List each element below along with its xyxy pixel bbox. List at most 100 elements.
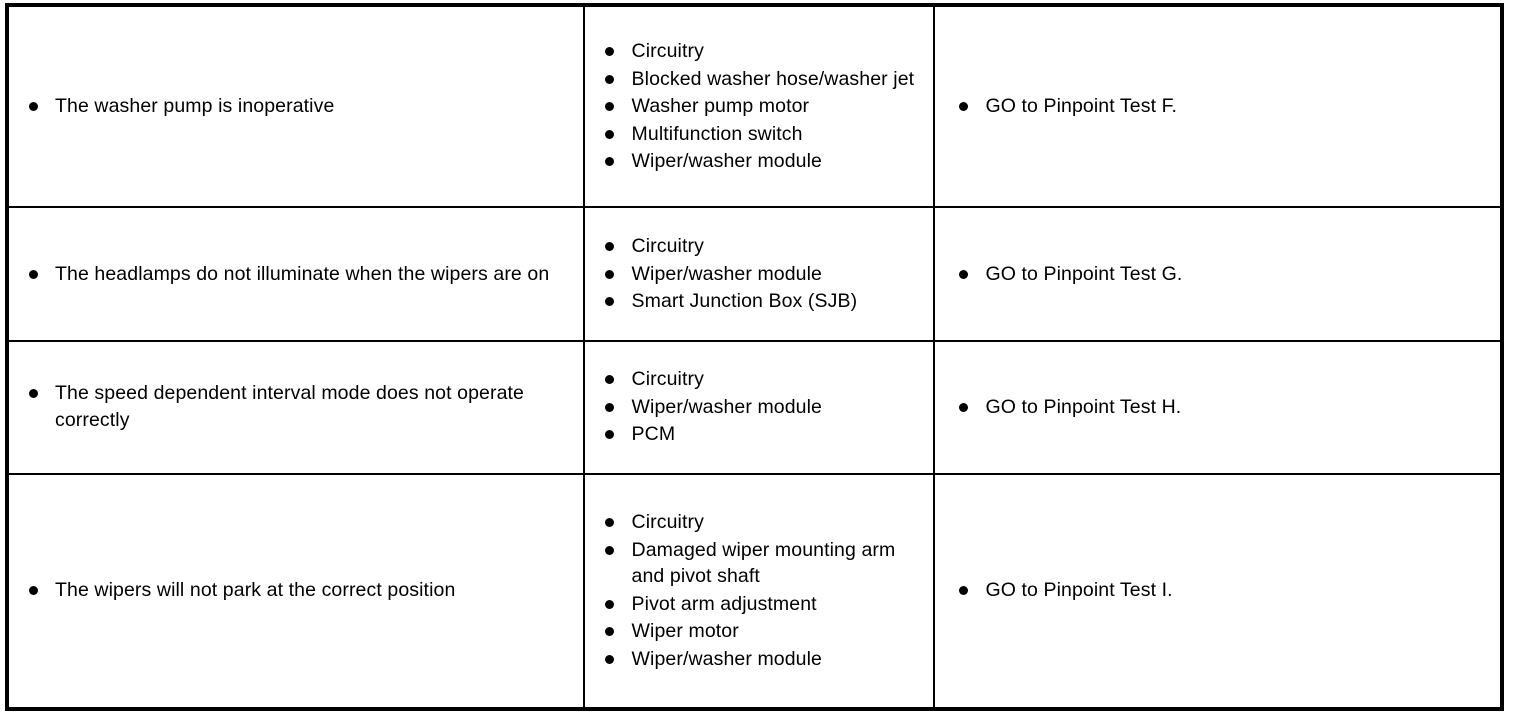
bullet-icon xyxy=(29,586,38,596)
bullet-icon xyxy=(604,242,614,252)
list-item: Circuitry xyxy=(603,233,926,260)
symptom-text: The headlamps do not illuminate when the… xyxy=(55,262,550,285)
list-item: Wiper/washer module xyxy=(603,394,926,421)
bullet-icon xyxy=(604,654,614,664)
list-item: The washer pump is inoperative xyxy=(27,93,569,120)
bullet-icon xyxy=(604,627,614,637)
action-list: GO to Pinpoint Test G. xyxy=(957,261,1490,288)
possible-sources-cell: Circuitry Wiper/washer module Smart Junc… xyxy=(582,206,936,342)
symptom-text: The speed dependent interval mode does n… xyxy=(55,382,525,432)
possible-sources-list: Circuitry Wiper/washer module PCM xyxy=(603,366,926,448)
table-row: The washer pump is inoperative Circuitry xyxy=(7,5,1502,209)
action-list: GO to Pinpoint Test F. xyxy=(957,93,1490,120)
action-text: GO to Pinpoint Test I. xyxy=(985,579,1173,602)
list-item: Wiper/washer module xyxy=(603,261,926,288)
action-cell: GO to Pinpoint Test F. xyxy=(933,5,1502,209)
list-item: The headlamps do not illuminate when the… xyxy=(27,261,569,288)
action-text: GO to Pinpoint Test F. xyxy=(985,95,1177,118)
list-item: Wiper motor xyxy=(603,618,926,645)
symptom-cell: The headlamps do not illuminate when the… xyxy=(7,206,585,342)
symptom-cell: The speed dependent interval mode does n… xyxy=(7,339,585,475)
source-text: PCM xyxy=(631,423,676,446)
action-list: GO to Pinpoint Test H. xyxy=(957,394,1490,421)
bullet-icon xyxy=(604,297,614,307)
source-text: Circuitry xyxy=(631,368,704,391)
source-text: Wiper/washer module xyxy=(631,262,823,285)
bullet-icon xyxy=(959,102,969,112)
source-text: Washer pump motor xyxy=(631,95,810,118)
bullet-icon xyxy=(604,157,614,167)
table-row: The headlamps do not illuminate when the… xyxy=(7,206,1502,342)
list-item: Washer pump motor xyxy=(603,93,926,120)
list-item: Circuitry xyxy=(603,509,926,536)
symptom-list: The washer pump is inoperative xyxy=(27,93,569,120)
bullet-icon xyxy=(959,269,969,279)
symptom-chart-table: The washer pump is inoperative Circuitry xyxy=(5,3,1504,711)
table-row: The wipers will not park at the correct … xyxy=(7,472,1502,709)
list-item: Wiper/washer module xyxy=(603,646,926,673)
source-text: Circuitry xyxy=(631,40,704,63)
symptom-text: The washer pump is inoperative xyxy=(55,95,335,118)
list-item: PCM xyxy=(603,421,926,448)
bullet-icon xyxy=(604,269,614,279)
bullet-icon xyxy=(959,586,969,596)
list-item: Blocked washer hose/washer jet xyxy=(603,66,926,93)
list-item: Multifunction switch xyxy=(603,121,926,148)
source-text: Circuitry xyxy=(631,235,704,258)
bullet-icon xyxy=(604,518,614,528)
source-text: Damaged wiper mounting arm and pivot sha… xyxy=(631,538,896,588)
source-text: Multifunction switch xyxy=(631,122,803,145)
list-item: GO to Pinpoint Test H. xyxy=(957,394,1490,421)
bullet-icon xyxy=(604,375,614,385)
bullet-icon xyxy=(604,47,614,57)
list-item: GO to Pinpoint Test I. xyxy=(957,577,1490,604)
possible-sources-list: Circuitry Blocked washer hose/washer jet… xyxy=(603,38,926,175)
bullet-icon xyxy=(959,402,969,412)
symptom-text: The wipers will not park at the correct … xyxy=(55,579,456,602)
bullet-icon xyxy=(604,402,614,412)
action-cell: GO to Pinpoint Test I. xyxy=(933,472,1502,709)
possible-sources-cell: Circuitry Wiper/washer module PCM xyxy=(582,339,936,475)
possible-sources-list: Circuitry Wiper/washer module Smart Junc… xyxy=(603,233,926,315)
action-list: GO to Pinpoint Test I. xyxy=(957,577,1490,604)
symptom-cell: The washer pump is inoperative xyxy=(7,5,585,209)
list-item: GO to Pinpoint Test F. xyxy=(957,93,1490,120)
symptom-list: The wipers will not park at the correct … xyxy=(27,577,569,604)
action-cell: GO to Pinpoint Test H. xyxy=(933,339,1502,475)
symptom-cell: The wipers will not park at the correct … xyxy=(7,472,585,709)
source-text: Circuitry xyxy=(631,511,704,534)
possible-sources-cell: Circuitry Damaged wiper mounting arm and… xyxy=(582,472,936,709)
list-item: Pivot arm adjustment xyxy=(603,591,926,618)
action-text: GO to Pinpoint Test H. xyxy=(985,395,1182,418)
source-text: Blocked washer hose/washer jet xyxy=(631,67,915,90)
bullet-icon xyxy=(29,102,38,112)
list-item: Circuitry xyxy=(603,366,926,393)
source-text: Wiper/washer module xyxy=(631,647,823,670)
list-item: Smart Junction Box (SJB) xyxy=(603,288,926,315)
symptom-list: The headlamps do not illuminate when the… xyxy=(27,261,569,288)
bullet-icon xyxy=(604,545,614,555)
list-item: Wiper/washer module xyxy=(603,148,926,175)
list-item: The speed dependent interval mode does n… xyxy=(27,380,569,434)
bullet-icon xyxy=(29,389,38,399)
possible-sources-list: Circuitry Damaged wiper mounting arm and… xyxy=(603,509,926,672)
action-cell: GO to Pinpoint Test G. xyxy=(933,206,1502,342)
action-text: GO to Pinpoint Test G. xyxy=(985,262,1183,285)
source-text: Wiper motor xyxy=(631,620,739,643)
list-item: Damaged wiper mounting arm and pivot sha… xyxy=(603,537,926,590)
list-item: The wipers will not park at the correct … xyxy=(27,577,569,604)
source-text: Smart Junction Box (SJB) xyxy=(631,290,858,313)
bullet-icon xyxy=(29,269,38,279)
source-text: Wiper/washer module xyxy=(631,395,823,418)
list-item: GO to Pinpoint Test G. xyxy=(957,261,1490,288)
source-text: Wiper/washer module xyxy=(631,150,823,173)
symptom-list: The speed dependent interval mode does n… xyxy=(27,380,569,434)
list-item: Circuitry xyxy=(603,38,926,65)
possible-sources-cell: Circuitry Blocked washer hose/washer jet… xyxy=(582,5,936,209)
bullet-icon xyxy=(604,430,614,440)
table-row: The speed dependent interval mode does n… xyxy=(7,339,1502,475)
bullet-icon xyxy=(604,102,614,112)
bullet-icon xyxy=(604,129,614,139)
bullet-icon xyxy=(604,74,614,84)
